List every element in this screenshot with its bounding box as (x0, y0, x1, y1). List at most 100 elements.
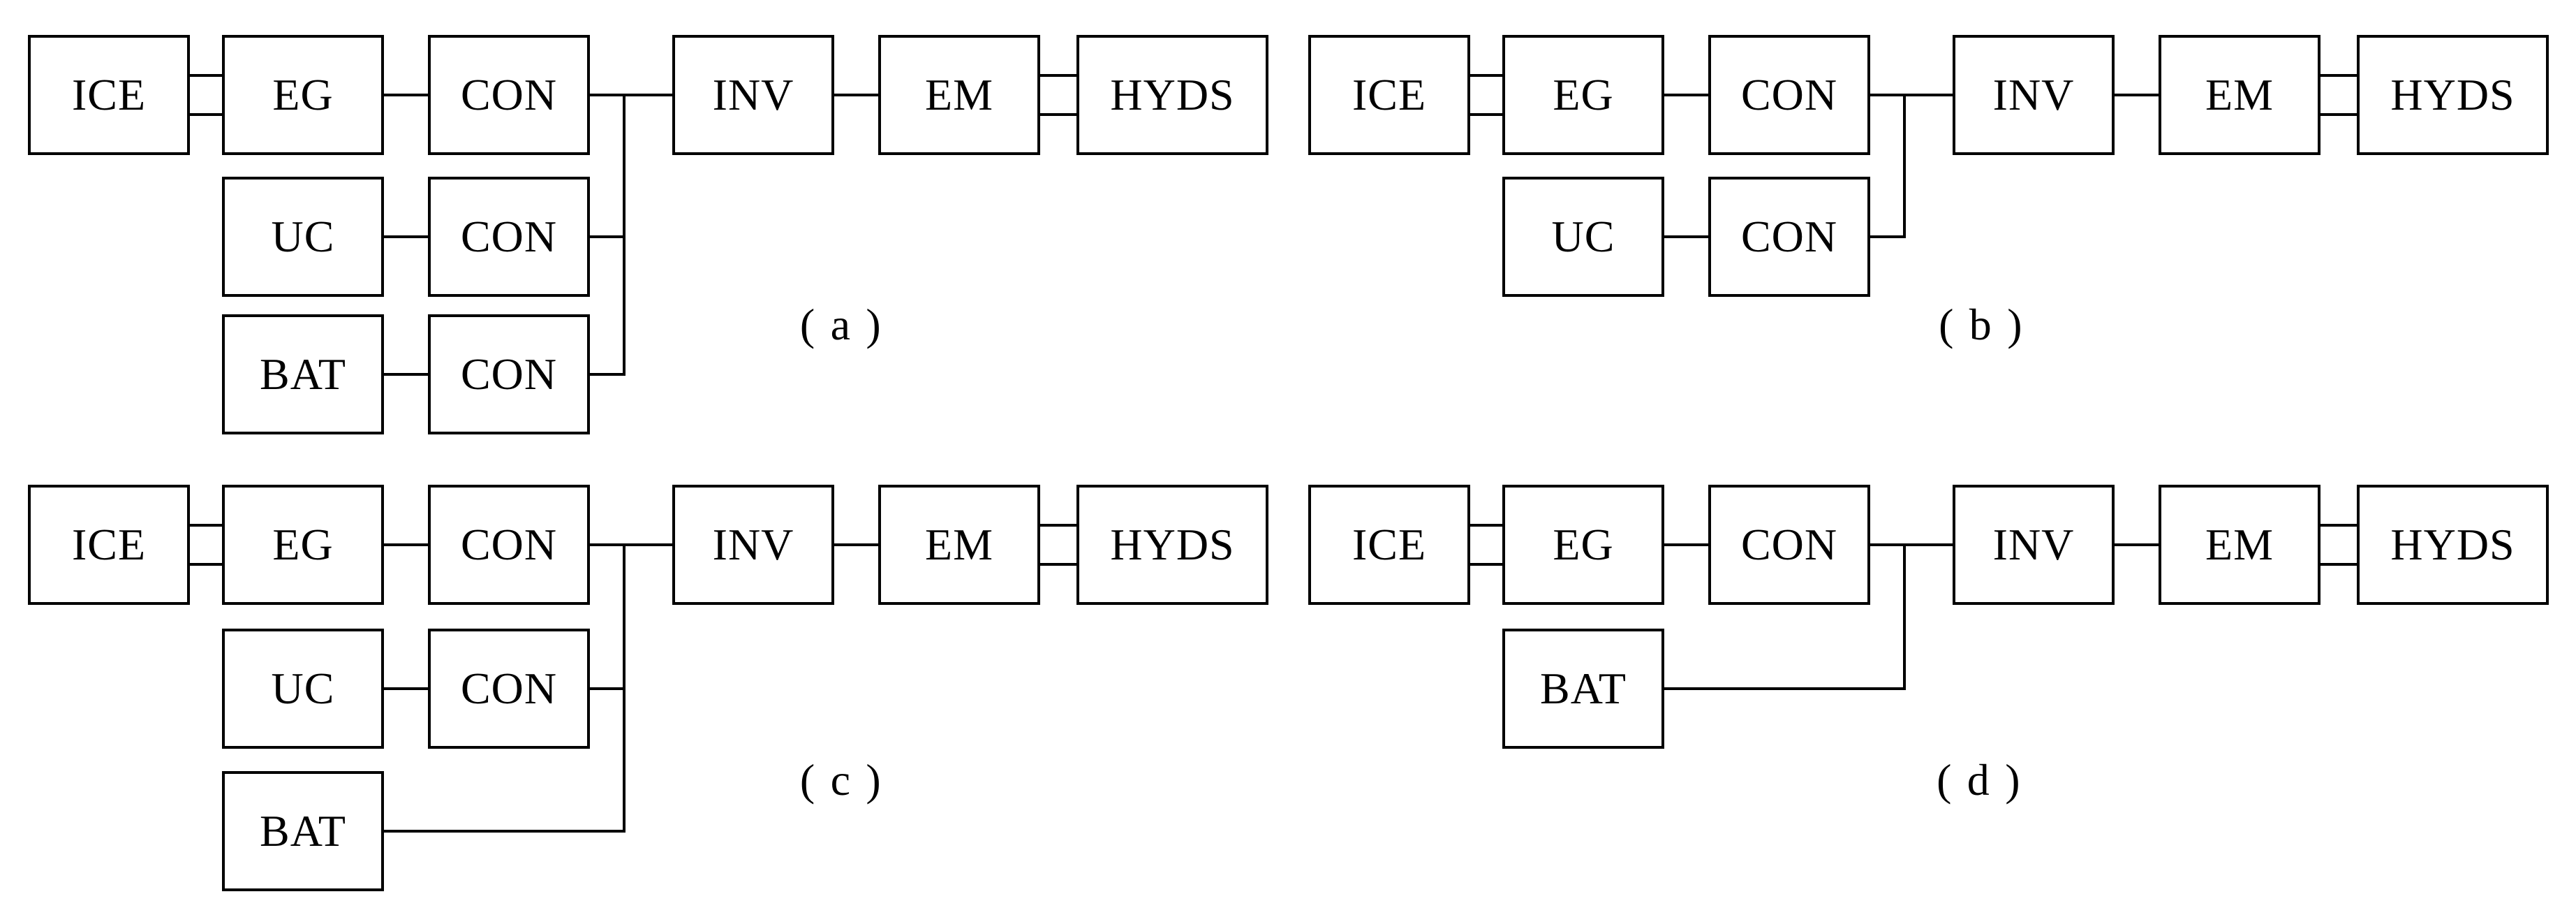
link-inv-em (834, 94, 878, 96)
node-ice: ICE (1308, 485, 1470, 605)
node-label: INV (712, 70, 794, 119)
node-label: ICE (1352, 520, 1427, 569)
link-em-hyds-double (1040, 524, 1076, 566)
link-eg-con (384, 94, 428, 96)
link-eg-con (1664, 94, 1708, 96)
node-ice: ICE (28, 485, 190, 605)
link-con-bus (1870, 235, 1906, 238)
node-hyds: HYDS (2357, 485, 2549, 605)
node-label: ICE (1352, 70, 1427, 119)
node-em: EM (878, 485, 1040, 605)
link-uc-con (384, 235, 428, 238)
link-em-hyds-double (2320, 74, 2357, 116)
node-label: UC (1551, 212, 1615, 261)
node-label: EM (925, 520, 993, 569)
node-label: CON (460, 212, 558, 261)
node-uc: UC (222, 629, 384, 749)
node-inv: INV (672, 485, 834, 605)
bus-line (623, 545, 626, 831)
node-label: HYDS (1110, 520, 1235, 569)
node-con: CON (1708, 35, 1870, 155)
node-con: CON (1708, 177, 1870, 297)
node-bat: BAT (222, 314, 384, 434)
node-label: UC (271, 664, 335, 713)
link-inv-em (2115, 94, 2159, 96)
node-ice: ICE (28, 35, 190, 155)
node-label: HYDS (1110, 70, 1235, 119)
node-label: INV (712, 520, 794, 569)
node-label: HYDS (2390, 70, 2515, 119)
node-em: EM (2159, 35, 2320, 155)
caption-d: (d) (1937, 755, 2036, 805)
node-label: CON (1740, 212, 1838, 261)
node-label: BAT (260, 806, 346, 856)
node-hyds: HYDS (1076, 485, 1268, 605)
link-eg-con (384, 543, 428, 546)
link-con-inv (590, 94, 672, 96)
bus-line (623, 95, 626, 376)
node-inv: INV (1953, 485, 2115, 605)
link-con-bus (590, 687, 626, 690)
node-label: CON (460, 520, 558, 569)
link-em-hyds-double (2320, 524, 2357, 566)
node-label: CON (460, 664, 558, 713)
node-inv: INV (672, 35, 834, 155)
node-con: CON (428, 35, 590, 155)
node-label: INV (1992, 520, 2075, 569)
node-uc: UC (222, 177, 384, 297)
bus-line (1903, 545, 1906, 689)
node-inv: INV (1953, 35, 2115, 155)
node-label: HYDS (2390, 520, 2515, 569)
node-label: ICE (71, 520, 147, 569)
link-em-hyds-double (1040, 74, 1076, 116)
node-label: CON (460, 70, 558, 119)
link-con-inv (1870, 94, 1953, 96)
node-label: BAT (1540, 664, 1627, 713)
link-inv-em (2115, 543, 2159, 546)
node-eg: EG (222, 35, 384, 155)
node-label: UC (271, 212, 335, 261)
node-label: CON (1740, 70, 1838, 119)
node-con: CON (1708, 485, 1870, 605)
node-label: ICE (71, 70, 147, 119)
link-ice-eg-double (190, 74, 222, 116)
link-inv-em (834, 543, 878, 546)
link-ice-eg-double (1470, 74, 1502, 116)
node-label: EG (1553, 70, 1614, 119)
node-label: EG (272, 70, 334, 119)
link-con-bus (590, 235, 626, 238)
node-bat: BAT (1502, 629, 1664, 749)
node-uc: UC (1502, 177, 1664, 297)
link-uc-con (1664, 235, 1708, 238)
bus-line (1903, 95, 1906, 238)
link-con-inv (590, 543, 672, 546)
node-label: EG (1553, 520, 1614, 569)
link-con-bus (590, 373, 626, 376)
node-label: BAT (260, 349, 346, 399)
node-con: CON (428, 314, 590, 434)
node-em: EM (878, 35, 1040, 155)
node-label: EM (925, 70, 993, 119)
caption-a: (a) (799, 300, 897, 349)
caption-b: (b) (1939, 300, 2038, 349)
node-label: EG (272, 520, 334, 569)
node-eg: EG (1502, 485, 1664, 605)
node-eg: EG (222, 485, 384, 605)
node-label: INV (1992, 70, 2075, 119)
node-con: CON (428, 177, 590, 297)
node-hyds: HYDS (2357, 35, 2549, 155)
node-eg: EG (1502, 35, 1664, 155)
node-label: CON (460, 349, 558, 399)
link-bat-bus (1664, 687, 1906, 690)
caption-c: (c) (799, 755, 897, 805)
node-con: CON (428, 629, 590, 749)
node-con: CON (428, 485, 590, 605)
link-bat-bus (384, 830, 626, 833)
node-bat: BAT (222, 771, 384, 891)
link-bat-con (384, 373, 428, 376)
link-ice-eg-double (190, 524, 222, 566)
node-label: EM (2205, 70, 2274, 119)
link-uc-con (384, 687, 428, 690)
link-con-inv (1870, 543, 1953, 546)
